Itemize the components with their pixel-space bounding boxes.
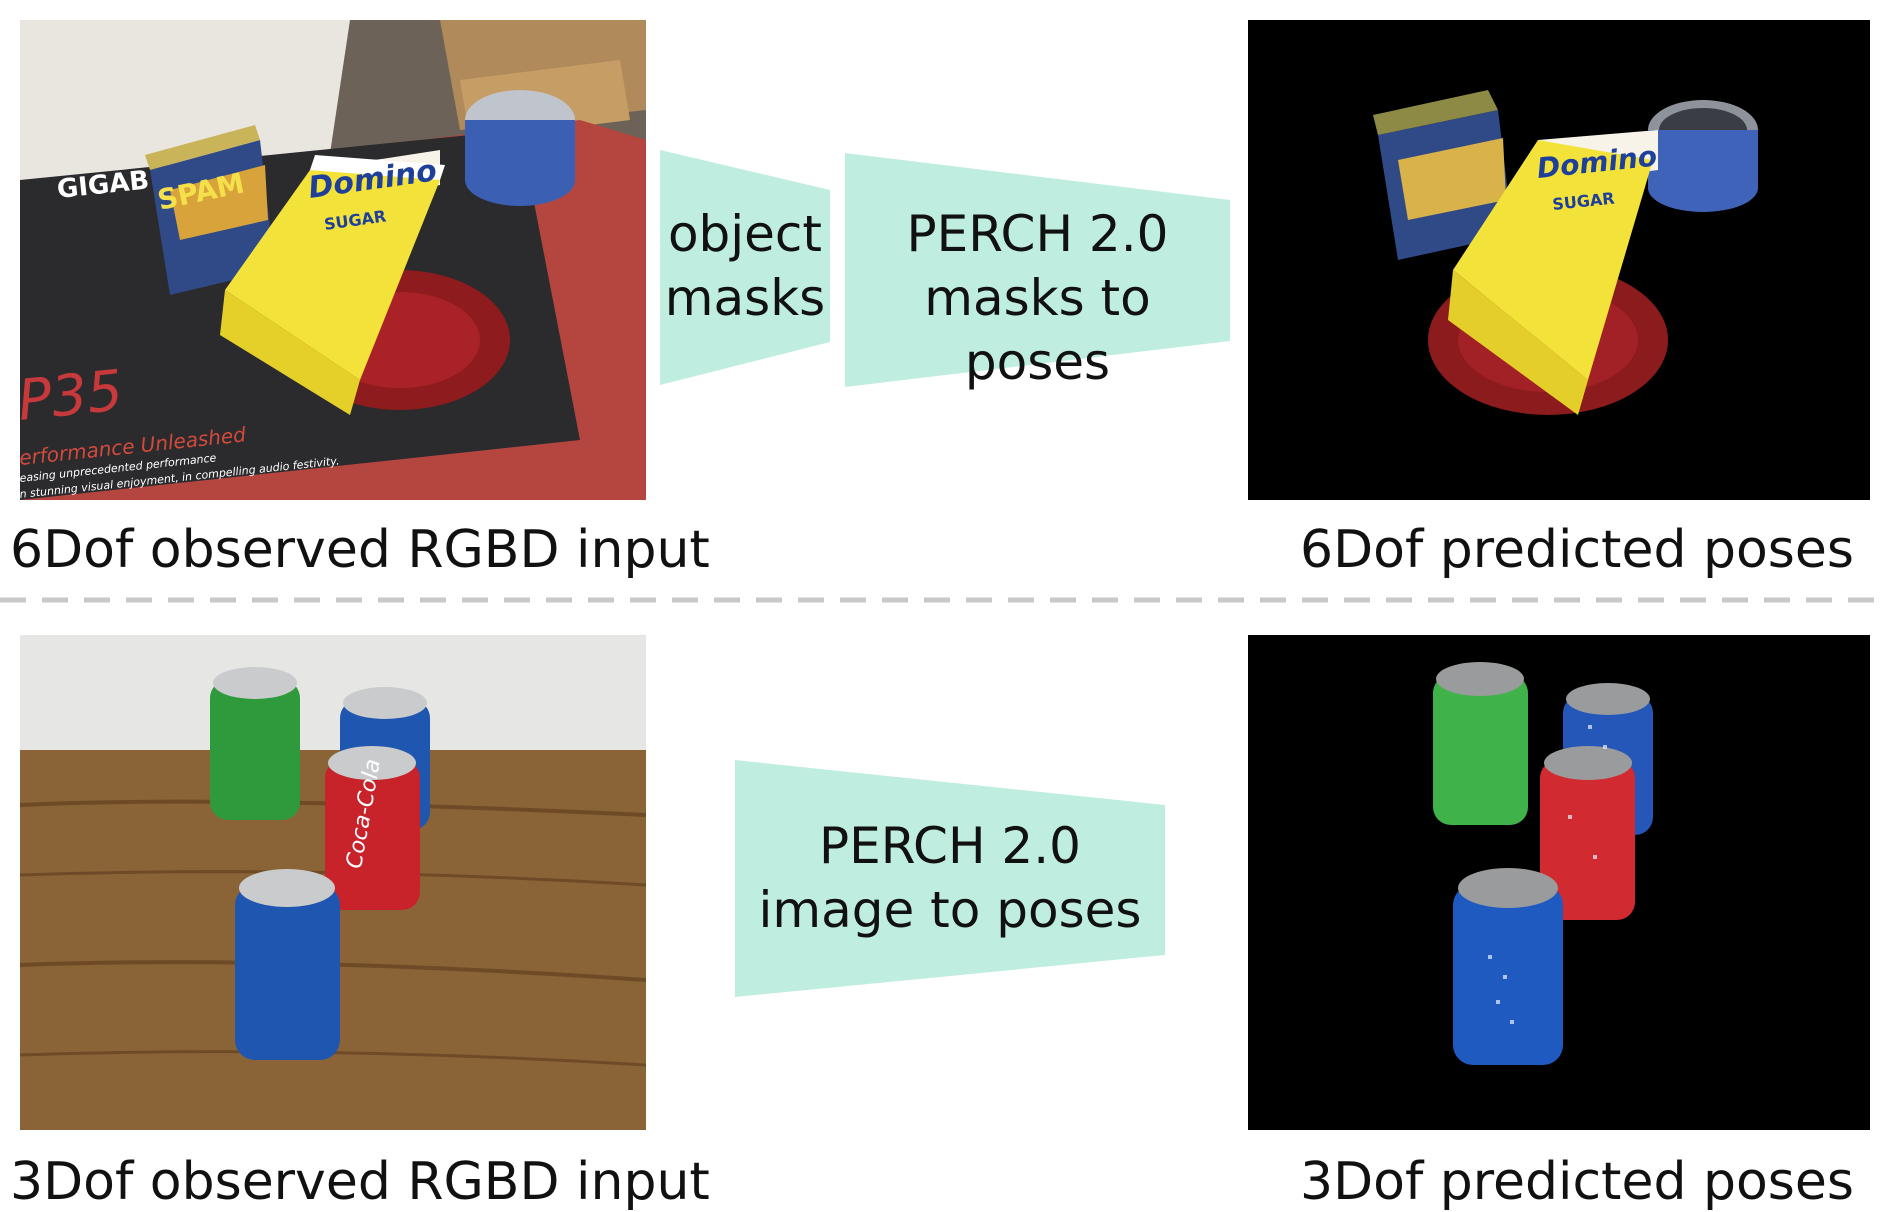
sugar-label: SUGAR xyxy=(323,206,387,233)
caption-6dof-output: 6Dof predicted poses xyxy=(1300,520,1854,580)
arrow-object-masks-label: object masks xyxy=(650,202,840,330)
domino-label: Domino xyxy=(306,153,439,206)
arrow-perch-masks-line-1: PERCH 2.0 xyxy=(906,205,1169,263)
arrow-perch-masks-line-2: masks to poses xyxy=(924,269,1151,391)
row-divider xyxy=(0,597,1880,603)
observed-rgbd-image-6dof: GIGAB SPAM Domino SUGAR P35 erformance U… xyxy=(20,20,646,500)
caption-6dof-input: 6Dof observed RGBD input xyxy=(10,520,710,580)
arrow-perch-masks-label: PERCH 2.0 masks to poses xyxy=(845,202,1230,394)
arrow-perch-image-line-2: image to poses xyxy=(758,881,1142,939)
pred-sugar-label: SUGAR xyxy=(1551,189,1615,214)
coke-label: Coca-Cola xyxy=(342,757,386,870)
arrow-perch-masks-to-poses xyxy=(845,153,1230,387)
caption-3dof-output: 3Dof predicted poses xyxy=(1300,1152,1854,1212)
spam-label: SPAM xyxy=(155,166,248,217)
arrow-perch-image-line-1: PERCH 2.0 xyxy=(819,817,1081,875)
box-model-text: P35 xyxy=(20,358,126,434)
arrow-object-masks-line-1: object xyxy=(667,205,823,263)
arrow-perch-image-to-poses xyxy=(735,760,1165,997)
predicted-poses-image-3dof xyxy=(1248,635,1870,1130)
arrow-object-masks-line-2: masks xyxy=(664,269,826,327)
predicted-poses-image-6dof: Domino SUGAR xyxy=(1248,20,1870,500)
arrow-object-masks xyxy=(660,150,830,385)
box-brand-text: GIGAB xyxy=(56,165,151,204)
pred-domino-label: Domino xyxy=(1535,140,1658,185)
caption-3dof-input: 3Dof observed RGBD input xyxy=(10,1152,710,1212)
observed-rgbd-image-3dof: Coca-Cola xyxy=(20,635,646,1130)
arrow-perch-image-label: PERCH 2.0 image to poses xyxy=(735,814,1165,942)
